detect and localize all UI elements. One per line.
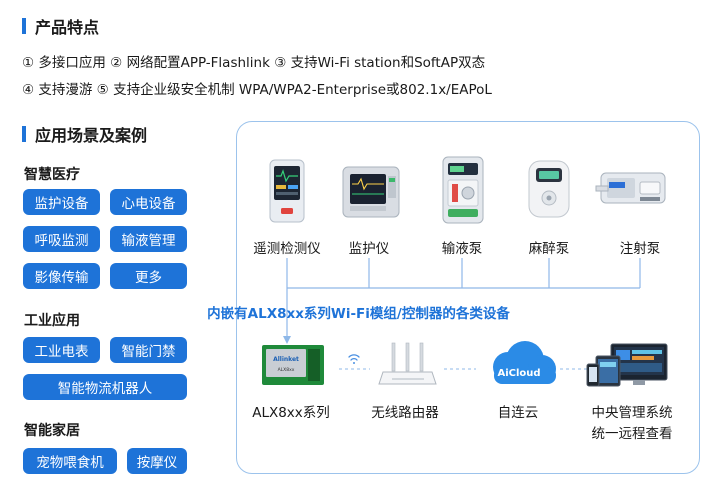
scenarios-heading: 应用场景及案例 <box>22 122 147 146</box>
tag-infusion[interactable]: 输液管理 <box>110 226 187 252</box>
embedded-devices-caption: 内嵌有ALX8xx系列Wi-Fi模组/控制器的各类设备 <box>207 306 510 322</box>
tag-respiration[interactable]: 呼吸监测 <box>23 226 100 252</box>
wifi-signal-icon <box>348 354 360 364</box>
tag-logistics-robot[interactable]: 智能物流机器人 <box>23 374 187 400</box>
device-label-monitor: 监护仪 <box>348 241 390 257</box>
category-smart-home: 智能家居 <box>24 423 80 439</box>
device-label-telemetry: 遥测检测仪 <box>253 241 321 257</box>
management-system-icon <box>586 343 668 387</box>
arrow-down-to-module <box>283 336 291 344</box>
wifi-module-icon: Allinket ALX8xx <box>262 345 324 385</box>
infusion-pump-icon <box>442 156 484 224</box>
cloud-label: 自连云 <box>497 405 539 421</box>
telemetry-monitor-icon <box>269 159 305 223</box>
tag-ecg-device[interactable]: 心电设备 <box>110 189 187 215</box>
heading-accent-bar <box>22 126 26 142</box>
tag-more[interactable]: 更多 <box>110 263 187 289</box>
router-icon <box>378 342 437 385</box>
device-label-infusion-pump: 输液泵 <box>441 241 483 257</box>
application-diagram-panel <box>236 121 700 474</box>
category-medical: 智慧医疗 <box>24 167 80 183</box>
tag-industrial-meter[interactable]: 工业电表 <box>23 337 100 363</box>
router-label: 无线路由器 <box>371 405 439 421</box>
tag-imaging[interactable]: 影像传输 <box>23 263 100 289</box>
management-label-line1: 中央管理系统 <box>591 405 673 421</box>
heading-accent-bar <box>22 18 26 34</box>
tag-smart-access[interactable]: 智能门禁 <box>110 337 187 363</box>
cloud-text: AiCloud <box>497 368 540 379</box>
features-heading: 产品特点 <box>22 14 99 38</box>
device-label-anesthesia-pump: 麻醉泵 <box>528 241 570 257</box>
management-label-line2: 统一远程查看 <box>591 426 673 442</box>
tag-pet-feeder[interactable]: 宠物喂食机 <box>23 448 117 474</box>
tag-monitoring-device[interactable]: 监护设备 <box>23 189 100 215</box>
feature-line-1: ① 多接口应用 ② 网络配置APP-Flashlink ③ 支持Wi-Fi st… <box>22 55 486 71</box>
tag-massager[interactable]: 按摩仪 <box>127 448 187 474</box>
module-label: ALX8xx系列 <box>252 405 330 421</box>
features-title: 产品特点 <box>35 18 100 37</box>
anesthesia-pump-icon <box>528 160 570 218</box>
device-connectors <box>286 258 641 338</box>
syringe-pump-icon <box>595 172 666 204</box>
cloud-icon: AiCloud <box>493 341 556 384</box>
feature-line-2: ④ 支持漫游 ⑤ 支持企业级安全机制 WPA/WPA2-Enterprise或8… <box>22 82 492 98</box>
device-label-syringe-pump: 注射泵 <box>619 241 661 257</box>
category-industrial: 工业应用 <box>24 313 80 329</box>
patient-monitor-icon <box>342 166 400 218</box>
module-brand: Allinket <box>273 356 299 363</box>
scenarios-title: 应用场景及案例 <box>35 126 148 145</box>
module-marking: ALX8xx <box>278 367 295 373</box>
